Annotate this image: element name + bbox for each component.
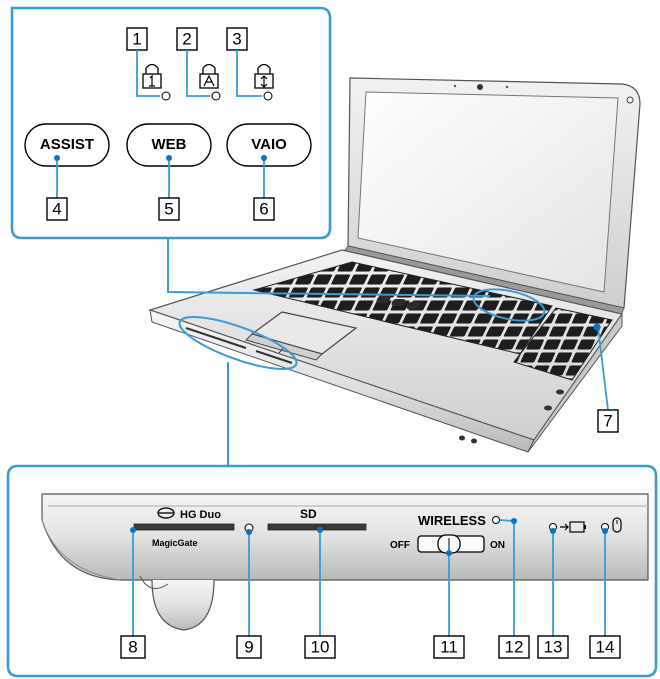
- caps-lock-icon: [199, 63, 219, 89]
- callout-number: 6: [259, 199, 268, 218]
- assist-button-label: ASSIST: [40, 136, 94, 153]
- laptop-foot: [151, 579, 215, 631]
- callout-number: 3: [232, 29, 241, 48]
- off-label: OFF: [390, 540, 410, 551]
- callout-number: 10: [311, 637, 330, 656]
- callout-box: 12: [498, 635, 530, 659]
- vaio-button: VAIO: [226, 123, 312, 167]
- callout-box: 7: [597, 409, 619, 433]
- power-indicator: [593, 323, 601, 331]
- mic-left: [453, 84, 457, 88]
- memory-stick-icon: [157, 507, 175, 519]
- top-detail-frame: [10, 6, 332, 240]
- mic-jack: [471, 438, 477, 444]
- assist-button: ASSIST: [24, 123, 110, 167]
- callout-box: 1: [126, 27, 148, 51]
- callout-box: 6: [253, 197, 275, 221]
- callout-number: 2: [182, 29, 191, 48]
- scroll-lock-indicator: [263, 91, 273, 101]
- callout-number: 14: [596, 637, 615, 656]
- battery-charge-icon: [560, 521, 586, 533]
- mic-right: [505, 85, 509, 89]
- callout-box: 9: [236, 635, 262, 659]
- laptop-right-edge: [527, 312, 623, 453]
- shortcut-button-cluster: [376, 296, 421, 309]
- sd-label: SD: [300, 507, 317, 521]
- callout-number: 8: [128, 637, 137, 656]
- callout-box: 3: [226, 27, 248, 51]
- headphone-jack: [459, 435, 465, 441]
- shortcut-buttons-highlight: [472, 288, 546, 322]
- numeric-keypad: [513, 307, 613, 381]
- callout-number: 13: [544, 637, 563, 656]
- callout-box: 5: [158, 197, 180, 221]
- sd-card-slot: [267, 523, 367, 531]
- vaio-button-label: VAIO: [251, 136, 287, 153]
- front-panel-highlight: [178, 316, 298, 370]
- callout-number: 5: [164, 199, 173, 218]
- scroll-lock-icon: [254, 63, 274, 89]
- callout-box: 11: [433, 635, 465, 659]
- callout-box: 13: [537, 635, 569, 659]
- webcam: [477, 84, 483, 90]
- callout-number: 9: [244, 637, 253, 656]
- hg-duo-label: HG Duo: [180, 509, 221, 521]
- laptop-illustration: [148, 77, 641, 453]
- num-lock-icon: [142, 63, 162, 89]
- disk-drive-icon: [612, 517, 622, 533]
- callout-box: 14: [589, 635, 621, 659]
- callout-box: 2: [176, 27, 198, 51]
- lid-indicator: [626, 96, 634, 104]
- callout-box: 10: [304, 635, 336, 659]
- callout-number: 12: [505, 637, 524, 656]
- wireless-label: WIRELESS: [418, 513, 486, 528]
- num-lock-indicator: [161, 91, 171, 101]
- side-port: [556, 389, 564, 395]
- caps-lock-indicator: [211, 91, 221, 101]
- callout-number: 4: [52, 199, 61, 218]
- magicgate-label: MagicGate: [152, 538, 198, 548]
- callout-number: 7: [603, 411, 612, 430]
- callout-box: 4: [46, 197, 68, 221]
- callout-box: 8: [120, 635, 146, 659]
- front-edge-profile: [41, 493, 649, 631]
- side-port: [544, 405, 552, 411]
- callout-number: 11: [440, 637, 458, 656]
- memory-stick-slot: [133, 523, 235, 531]
- on-label: ON: [490, 540, 505, 551]
- web-button-label: WEB: [152, 136, 187, 153]
- wireless-switch: [417, 534, 485, 554]
- wireless-indicator-led: [492, 516, 500, 524]
- callout-number: 1: [132, 29, 141, 48]
- laptop-screen: [357, 91, 619, 293]
- top-frame-connector: [167, 238, 491, 297]
